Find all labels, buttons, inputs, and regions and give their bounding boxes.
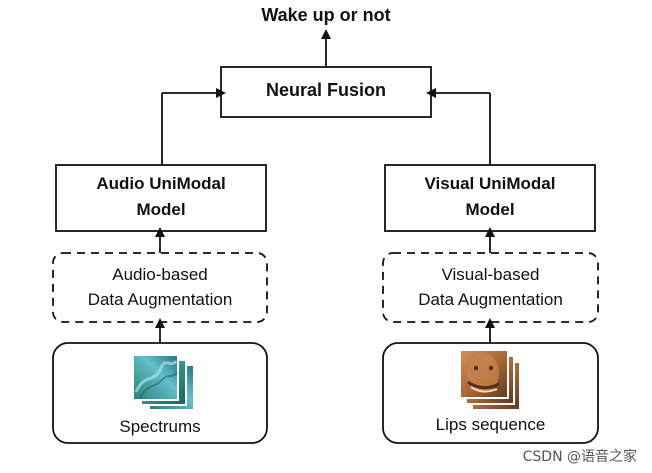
neural-fusion-label: Neural Fusion	[265, 80, 386, 100]
audio-data-augmentation-box	[52, 252, 268, 323]
spectrum-image-stack	[132, 354, 195, 411]
audio-augmentation-line-1: Audio-based	[112, 265, 208, 284]
audio-augmentation-line-2: Data Augmentation	[87, 290, 233, 309]
lips-sequence-label: Lips sequence	[435, 415, 546, 434]
visual-model-title-line-2: Model	[465, 200, 515, 219]
audio-model-title-line-1: Audio UniModal	[96, 174, 226, 193]
visual-model-title-line-1: Visual UniModal	[424, 174, 556, 193]
visual-augmentation-line-1: Visual-based	[441, 265, 540, 284]
visual-augmentation-line-2: Data Augmentation	[418, 290, 563, 309]
lips-image-stack	[459, 349, 521, 411]
visual-data-augmentation-box	[382, 252, 599, 323]
csdn-watermark: CSDN @语音之家	[522, 449, 637, 465]
output-label: Wake up or not	[261, 5, 391, 25]
spectrums-label: Spectrums	[119, 417, 201, 436]
visual-unimodal-model-box	[384, 164, 596, 232]
audio-model-title-line-2: Model	[136, 200, 186, 219]
